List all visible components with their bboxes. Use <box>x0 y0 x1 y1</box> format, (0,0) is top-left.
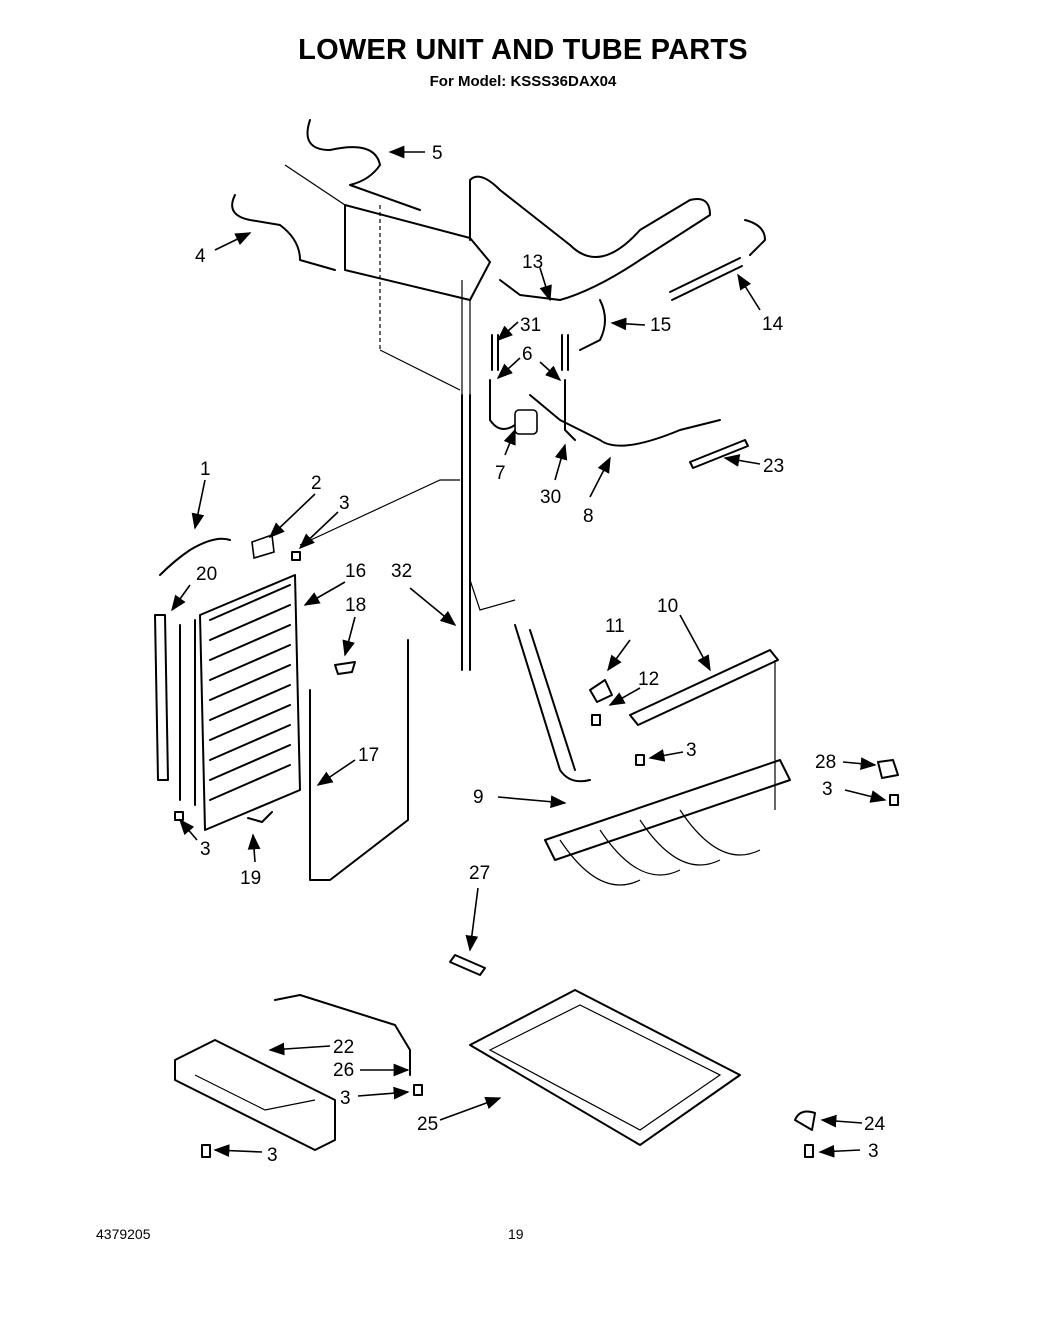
callout-17: 17 <box>358 745 379 766</box>
callout-14: 14 <box>762 314 784 335</box>
harness-1 <box>159 537 231 576</box>
model-subtitle: For Model: KSSS36DAX04 <box>429 73 617 90</box>
callout-3-tray: 3 <box>267 1145 278 1166</box>
callout-27: 27 <box>469 863 490 884</box>
callout-3-bracket: 3 <box>686 740 697 761</box>
callout-3-clamp: 3 <box>822 779 833 800</box>
callout-19: 19 <box>240 868 261 889</box>
callout-31: 31 <box>520 315 541 336</box>
callout-22: 22 <box>333 1037 354 1058</box>
bracket-20 <box>154 614 169 781</box>
callout-9: 9 <box>473 787 484 808</box>
callout-8: 8 <box>583 506 594 527</box>
callout-13: 13 <box>522 252 543 273</box>
tube-32 <box>461 394 471 671</box>
document-number: 4379205 <box>96 1226 151 1242</box>
callout-11: 11 <box>605 616 625 637</box>
callout-6: 6 <box>522 344 533 365</box>
callout-26: 26 <box>333 1060 354 1081</box>
callout-1: 1 <box>200 459 211 480</box>
bracket-10 <box>629 649 779 726</box>
callout-4: 4 <box>195 246 206 267</box>
callout-12: 12 <box>638 669 659 690</box>
heater-coil-9 <box>544 759 791 886</box>
tube-14 <box>669 257 743 301</box>
callout-30: 30 <box>540 487 561 508</box>
tube-13-discharge <box>469 175 711 301</box>
callout-15: 15 <box>650 315 671 336</box>
clip-11 <box>589 679 613 703</box>
wire-26 <box>274 994 411 1076</box>
cap-27 <box>449 954 486 976</box>
tray-22 <box>174 1039 336 1151</box>
condenser-16 <box>179 574 301 831</box>
relay-2 <box>251 533 275 560</box>
callout-20: 20 <box>196 564 217 585</box>
callout-25: 25 <box>417 1114 438 1135</box>
tube-15 <box>579 299 606 351</box>
callout-3-clip: 3 <box>868 1141 879 1162</box>
tube-5 <box>306 119 421 211</box>
callout-10: 10 <box>657 596 678 617</box>
page-number: 19 <box>508 1226 524 1242</box>
compressor-assembly <box>284 164 491 395</box>
callout-28: 28 <box>815 752 836 773</box>
callout-3-condenser: 3 <box>200 839 211 860</box>
clamp-28 <box>877 759 899 779</box>
callout-3-wire: 3 <box>340 1088 351 1109</box>
leader-arrows <box>171 145 887 1158</box>
clip-18 <box>334 661 356 675</box>
tube-4 <box>231 194 336 271</box>
clip-19 <box>247 811 273 823</box>
callout-7: 7 <box>495 463 506 484</box>
callout-labels: 5 4 13 14 15 31 6 7 30 8 23 1 2 3 20 16 … <box>195 143 886 1166</box>
callout-23: 23 <box>763 456 784 477</box>
callout-18: 18 <box>345 595 366 616</box>
callout-32: 32 <box>391 561 412 582</box>
page-title: LOWER UNIT AND TUBE PARTS <box>298 34 748 66</box>
tube-9 <box>514 624 591 783</box>
capillary-17 <box>309 639 409 881</box>
drier-valve-assembly <box>489 334 721 447</box>
pan-25 <box>469 989 741 1146</box>
tube-14-end <box>744 219 766 256</box>
clip-23 <box>689 439 749 469</box>
clip-24 <box>794 1110 816 1131</box>
callout-5: 5 <box>432 143 443 164</box>
callout-16: 16 <box>345 561 366 582</box>
callout-3-relay: 3 <box>339 493 350 514</box>
callout-24: 24 <box>864 1114 886 1135</box>
callout-2: 2 <box>311 473 322 494</box>
screws <box>174 551 899 1158</box>
